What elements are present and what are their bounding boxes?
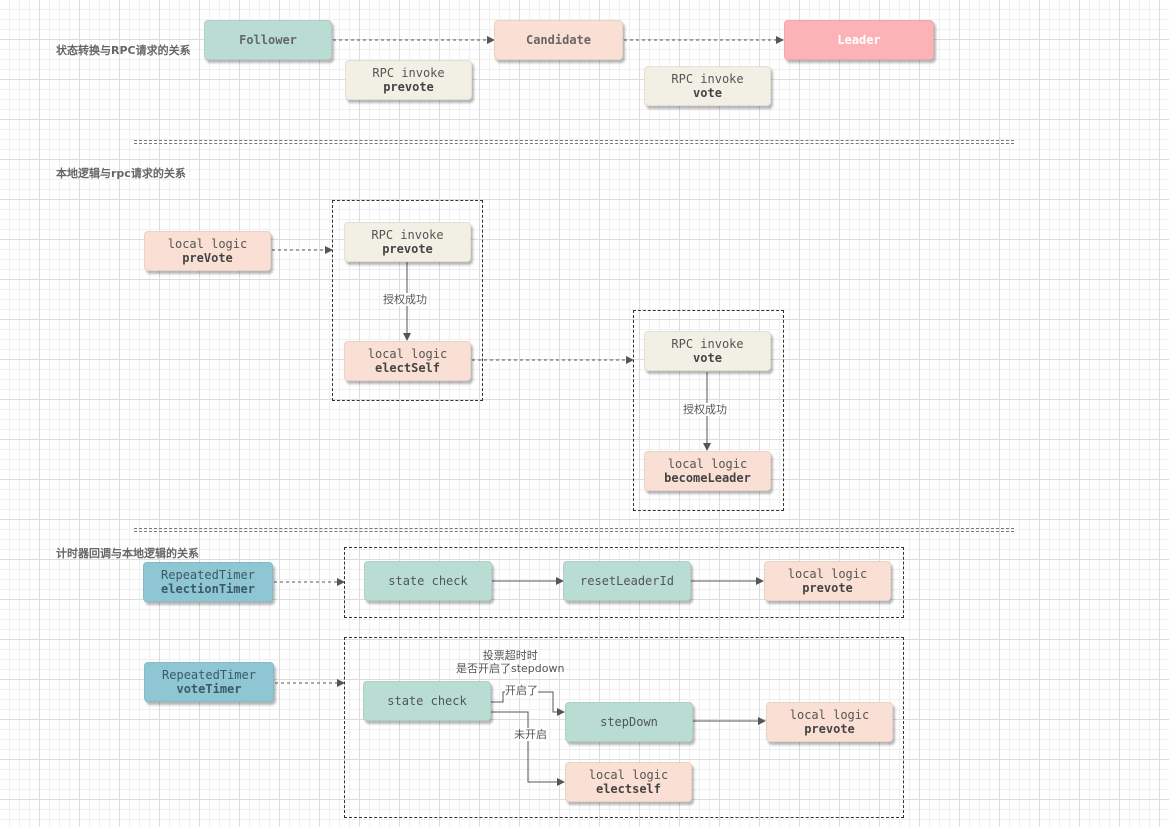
timer-vote-box: RepeatedTimer voteTimer: [144, 662, 274, 702]
local-prefix: local logic: [367, 347, 448, 361]
section-heading-timer-local: 计时器回调与本地逻辑的关系: [56, 547, 199, 560]
rpc-prefix: RPC invoke: [671, 337, 744, 351]
local-prevote-box: local logic prevote: [764, 561, 891, 601]
state-candidate-label: Candidate: [525, 33, 592, 47]
timer-name: electionTimer: [161, 582, 255, 596]
edge-label-disabled: 未开启: [514, 728, 547, 741]
rpc-prevote-box: RPC invoke prevote: [345, 60, 472, 100]
edge-label-granted: 授权成功: [383, 293, 427, 306]
state-leader: Leader: [784, 20, 934, 60]
step-state-check: state check: [364, 561, 492, 601]
local-name: prevote: [802, 581, 853, 595]
arrow-statecheck-electself: [491, 711, 565, 786]
local-name: electSelf: [374, 361, 441, 375]
vote-group: [633, 310, 784, 511]
rpc-prefix: RPC invoke: [671, 72, 744, 86]
local-prefix: local logic: [667, 457, 748, 471]
local-name: preVote: [182, 251, 233, 265]
rpc-prefix: RPC invoke: [371, 228, 444, 242]
edge-label-timeout-line2: 是否开启了stepdown: [456, 662, 565, 675]
local-prevote-box: local logic preVote: [144, 231, 271, 271]
edge-label-timeout-line1: 投票超时时: [482, 649, 538, 662]
local-name: becomeLeader: [664, 471, 751, 485]
vote-timer-group: [344, 637, 904, 818]
timer-prefix: RepeatedTimer: [162, 668, 256, 682]
state-follower-label: Follower: [239, 33, 297, 47]
section-heading-state-rpc: 状态转换与RPC请求的关系: [56, 44, 191, 57]
local-electself-box: local logic electSelf: [344, 341, 471, 381]
local-prefix: local logic: [167, 237, 248, 251]
local-becomeleader-box: local logic becomeLeader: [644, 451, 771, 491]
timer-prefix: RepeatedTimer: [161, 568, 255, 582]
edge-label-timeout: 投票超时时 是否开启了stepdown: [456, 649, 564, 675]
rpc-name: prevote: [382, 242, 433, 256]
step-label: stepDown: [600, 715, 658, 729]
local-prevote-box: local logic prevote: [766, 702, 893, 742]
local-name: electself: [595, 782, 662, 796]
step-stepdown: stepDown: [565, 702, 693, 742]
timer-name: voteTimer: [176, 682, 242, 696]
state-follower: Follower: [204, 20, 332, 60]
step-state-check: state check: [363, 681, 491, 721]
election-timer-group: [344, 547, 904, 618]
rpc-name: vote: [693, 351, 722, 365]
edge-label-granted: 授权成功: [683, 403, 727, 416]
prevote-group: [332, 200, 483, 401]
local-prefix: local logic: [787, 567, 868, 581]
timer-election-box: RepeatedTimer electionTimer: [143, 562, 273, 602]
local-prefix: local logic: [789, 708, 870, 722]
local-prefix: local logic: [588, 768, 669, 782]
local-electself-box: local logic electself: [565, 762, 692, 802]
rpc-vote-box: RPC invoke vote: [644, 331, 771, 371]
rpc-name: prevote: [383, 80, 434, 94]
rpc-prevote-box: RPC invoke prevote: [344, 222, 471, 262]
rpc-prefix: RPC invoke: [372, 66, 445, 80]
step-label: resetLeaderId: [580, 574, 674, 588]
state-leader-label: Leader: [837, 33, 881, 47]
local-name: prevote: [804, 722, 855, 736]
section-divider: [134, 528, 1014, 532]
section-divider: [134, 140, 1014, 144]
step-reset-leader: resetLeaderId: [563, 561, 691, 601]
rpc-vote-box: RPC invoke vote: [644, 66, 771, 106]
rpc-name: vote: [693, 86, 722, 100]
edge-label-enabled: 开启了: [505, 684, 538, 697]
state-candidate: Candidate: [494, 20, 623, 60]
step-label: state check: [388, 574, 468, 588]
step-label: state check: [387, 694, 467, 708]
section-heading-local-rpc: 本地逻辑与rpc请求的关系: [56, 167, 186, 180]
